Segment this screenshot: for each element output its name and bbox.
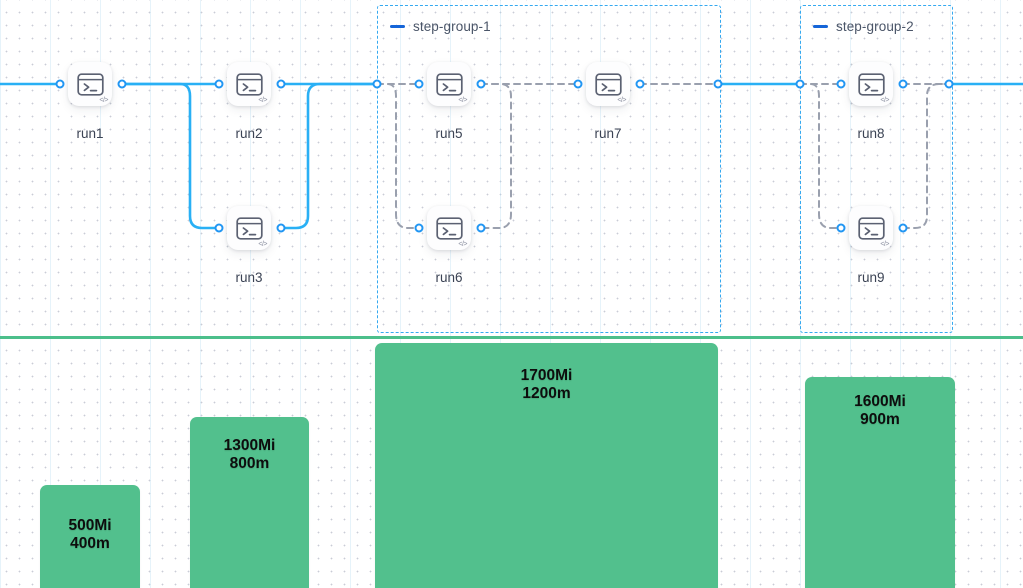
resource-bar[interactable]: 1300Mi 800m <box>190 417 309 588</box>
resource-bar[interactable]: 500Mi 400m <box>40 485 140 588</box>
code-badge: </> <box>99 97 108 104</box>
resource-bar-label: 1600Mi 900m <box>805 393 955 429</box>
step-group-2-label: step-group-2 <box>836 19 914 34</box>
node-run6-label: run6 <box>435 270 463 285</box>
node-run8[interactable]: </> <box>849 62 893 106</box>
handle-port[interactable] <box>635 79 645 89</box>
resource-memory: 1300Mi <box>223 437 276 454</box>
terminal-icon <box>857 216 885 240</box>
step-group-1-header[interactable]: step-group-1 <box>390 19 491 34</box>
minus-icon[interactable] <box>813 25 828 28</box>
handle-port[interactable] <box>476 79 486 89</box>
step-group-2-header[interactable]: step-group-2 <box>813 19 914 34</box>
handle-port[interactable] <box>276 223 286 233</box>
resource-cpu: 800m <box>229 455 270 472</box>
step-group-1-label: step-group-1 <box>413 19 491 34</box>
handle-port[interactable] <box>414 79 424 89</box>
code-badge: </> <box>617 97 626 104</box>
node-run3[interactable]: </> <box>227 206 271 250</box>
handle-port[interactable] <box>276 79 286 89</box>
handle-port[interactable] <box>898 223 908 233</box>
resource-bar-label: 500Mi 400m <box>40 517 140 553</box>
handle-port[interactable] <box>836 223 846 233</box>
node-run2[interactable]: </> <box>227 62 271 106</box>
minus-icon[interactable] <box>390 25 405 28</box>
terminal-icon <box>435 72 463 96</box>
handle-port[interactable] <box>372 79 382 89</box>
terminal-icon <box>857 72 885 96</box>
node-run9-label: run9 <box>857 270 885 285</box>
node-run2-label: run2 <box>235 126 263 141</box>
node-run8-label: run8 <box>857 126 885 141</box>
resource-cpu: 400m <box>70 535 110 552</box>
code-badge: </> <box>458 97 467 104</box>
handle-port[interactable] <box>117 79 127 89</box>
edge-run3-group1 <box>279 82 379 230</box>
handle-port[interactable] <box>214 79 224 89</box>
code-badge: </> <box>258 241 267 248</box>
code-badge: </> <box>258 97 267 104</box>
node-run5-label: run5 <box>435 126 463 141</box>
code-badge: </> <box>458 241 467 248</box>
section-divider <box>0 336 1023 339</box>
terminal-icon <box>435 216 463 240</box>
resource-bar[interactable]: 1700Mi 1200m <box>375 343 718 588</box>
node-run7[interactable]: </> <box>586 62 630 106</box>
node-run3-label: run3 <box>235 270 263 285</box>
edge-run1-run3 <box>120 82 221 230</box>
node-run9[interactable]: </> <box>849 206 893 250</box>
terminal-icon <box>594 72 622 96</box>
code-badge: </> <box>880 97 889 104</box>
terminal-icon <box>235 216 263 240</box>
handle-port[interactable] <box>55 79 65 89</box>
handle-port[interactable] <box>795 79 805 89</box>
node-run6[interactable]: </> <box>427 206 471 250</box>
resource-memory: 500Mi <box>68 517 112 534</box>
resource-memory: 1700Mi <box>520 367 573 384</box>
code-badge: </> <box>880 241 889 248</box>
resource-memory: 1600Mi <box>854 393 906 410</box>
terminal-icon <box>235 72 263 96</box>
node-run1[interactable]: </> <box>68 62 112 106</box>
node-run7-label: run7 <box>594 126 622 141</box>
step-group-2[interactable]: step-group-2 <box>800 5 953 333</box>
resource-cpu: 1200m <box>522 385 571 402</box>
handle-port[interactable] <box>836 79 846 89</box>
handle-port[interactable] <box>713 79 723 89</box>
resource-bar-label: 1300Mi 800m <box>190 437 309 473</box>
resource-bar-label: 1700Mi 1200m <box>375 367 718 403</box>
handle-port[interactable] <box>898 79 908 89</box>
handle-port[interactable] <box>414 223 424 233</box>
node-run1-label: run1 <box>76 126 104 141</box>
terminal-icon <box>76 72 104 96</box>
node-run5[interactable]: </> <box>427 62 471 106</box>
handle-port[interactable] <box>214 223 224 233</box>
handle-port[interactable] <box>573 79 583 89</box>
step-group-1[interactable]: step-group-1 <box>377 5 721 333</box>
handle-port[interactable] <box>944 79 954 89</box>
handle-port[interactable] <box>476 223 486 233</box>
resource-bar[interactable]: 1600Mi 900m <box>805 377 955 588</box>
resource-cpu: 900m <box>860 411 900 428</box>
